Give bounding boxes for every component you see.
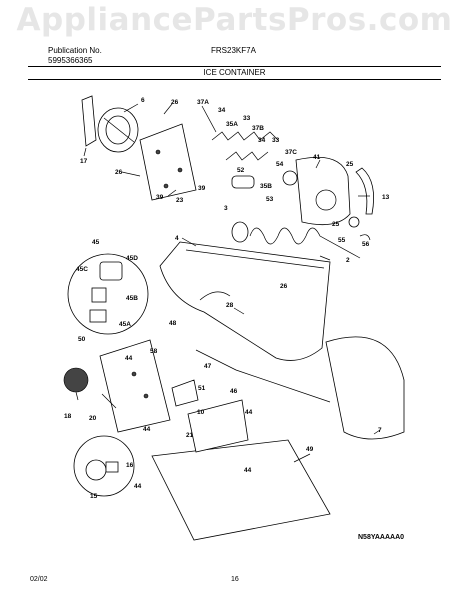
callout-label: 3 (224, 205, 228, 212)
callout-label: 54 (276, 161, 284, 168)
callout-label: 33 (272, 137, 280, 144)
callout-label: 2 (346, 257, 350, 264)
callout-label: 45A (119, 321, 131, 328)
callout-label: 10 (197, 409, 205, 416)
callout-label: 48 (169, 320, 177, 327)
part-auger-spiral (231, 221, 361, 259)
callout-label: 50 (78, 336, 86, 343)
callout-label: 39 (156, 194, 164, 201)
callout-label: 49 (306, 446, 314, 453)
footer-date: 02/02 (30, 576, 48, 583)
callout-label: 44 (134, 483, 142, 490)
callout-label: 13 (382, 194, 390, 201)
callout-label: 21 (186, 432, 194, 439)
part-auger-housing (295, 156, 351, 226)
callout-label: 39 (198, 185, 206, 192)
callout-label: 53 (266, 196, 274, 203)
part-ice-container (159, 241, 331, 361)
callout-label: 35A (226, 121, 238, 128)
callout-label: 47 (204, 363, 212, 370)
callout-label: 26 (280, 283, 288, 290)
callout-label: 56 (362, 241, 370, 248)
callout-label: 37C (285, 149, 297, 156)
callout-label: 45C (76, 266, 88, 273)
callout-label: 15 (90, 493, 98, 500)
callout-label: 26 (115, 169, 123, 176)
callout-label: 45B (126, 295, 138, 302)
callout-label: 17 (80, 158, 88, 165)
callout-label: 51 (198, 385, 206, 392)
section-title: ICE CONTAINER (203, 68, 266, 77)
part-motor-and-mount (63, 339, 199, 433)
callout-label: 46 (230, 388, 238, 395)
callout-label: 18 (64, 413, 72, 420)
publication-number: 5995366365 (48, 56, 93, 65)
callout-label: 52 (237, 167, 245, 174)
callout-label: 34 (258, 137, 266, 144)
callout-label: 55 (338, 237, 346, 244)
callout-label: 58 (150, 348, 158, 355)
part-auger-motor-cover (97, 107, 139, 153)
callout-label: 37B (252, 125, 264, 132)
callout-label: 26 (171, 99, 179, 106)
callout-label: 7 (378, 427, 382, 434)
part-bucket-switch-detail (67, 253, 149, 335)
callout-label: 25 (332, 221, 340, 228)
callout-label: 6 (141, 97, 145, 104)
callout-label: 41 (313, 154, 321, 161)
part-container-front-cover (325, 336, 405, 440)
part-mounting-bracket (139, 123, 197, 201)
part-crusher-blades (211, 131, 298, 189)
page-number: 16 (231, 576, 239, 583)
callout-label: 4 (175, 235, 179, 242)
part-bail-arm (195, 349, 331, 403)
header-rule-bottom (28, 79, 441, 80)
callout-label: 44 (245, 409, 253, 416)
callout-label: 20 (89, 415, 97, 422)
model-number: FRS23KF7A (211, 46, 256, 55)
callout-label: 33 (243, 115, 251, 122)
callout-label: 37A (197, 99, 209, 106)
callout-label: 28 (226, 302, 234, 309)
callout-label: 44 (244, 467, 252, 474)
publication-label: Publication No. (48, 46, 102, 55)
callout-label: 16 (126, 462, 134, 469)
callout-lines (75, 103, 381, 463)
callout-label: 35B (260, 183, 272, 190)
part-guide-plate (81, 95, 97, 147)
part-bucket-housing (151, 399, 331, 541)
header-rule-top (28, 66, 441, 67)
callout-label: 34 (218, 107, 226, 114)
part-lamp-socket-detail (73, 435, 135, 497)
callout-label: 23 (176, 197, 184, 204)
callout-label: 44 (143, 426, 151, 433)
callout-label: 44 (125, 355, 133, 362)
callout-label: 25 (346, 161, 354, 168)
diagram-code: N58YAAAAA0 (358, 534, 405, 541)
callout-label: 45D (126, 255, 138, 262)
part-damper-door (348, 167, 375, 241)
watermark: AppliancePartsPros.com (16, 2, 453, 38)
callout-label: 45 (92, 239, 100, 246)
